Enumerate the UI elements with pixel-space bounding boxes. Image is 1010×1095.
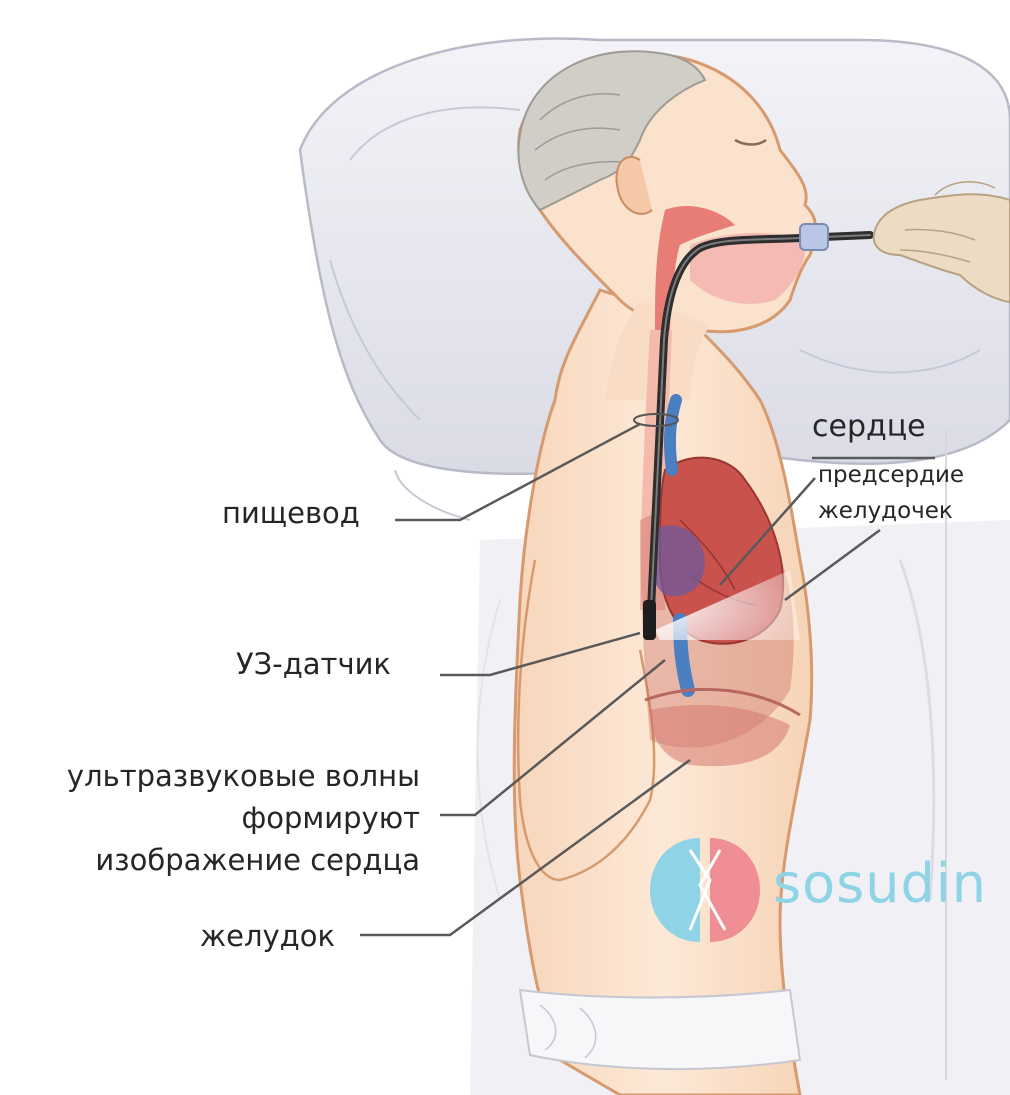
label-waves-line3: изображение сердца — [67, 844, 420, 877]
label-waves-line2: формируют — [67, 802, 420, 835]
label-esophagus: пищевод — [222, 497, 360, 530]
label-ventricle: желудочек — [818, 497, 953, 525]
label-stomach: желудок — [200, 920, 335, 953]
label-waves-line1: ультразвуковые волны — [67, 760, 420, 793]
logo-text: sosudin — [773, 852, 987, 915]
label-heart: сердце — [812, 410, 926, 443]
label-atrium: предсердие — [818, 461, 964, 489]
label-ultrasound-waves: ультразвуковые волны формируют изображен… — [67, 760, 420, 877]
label-ultrasound-probe: УЗ-датчик — [236, 648, 391, 681]
